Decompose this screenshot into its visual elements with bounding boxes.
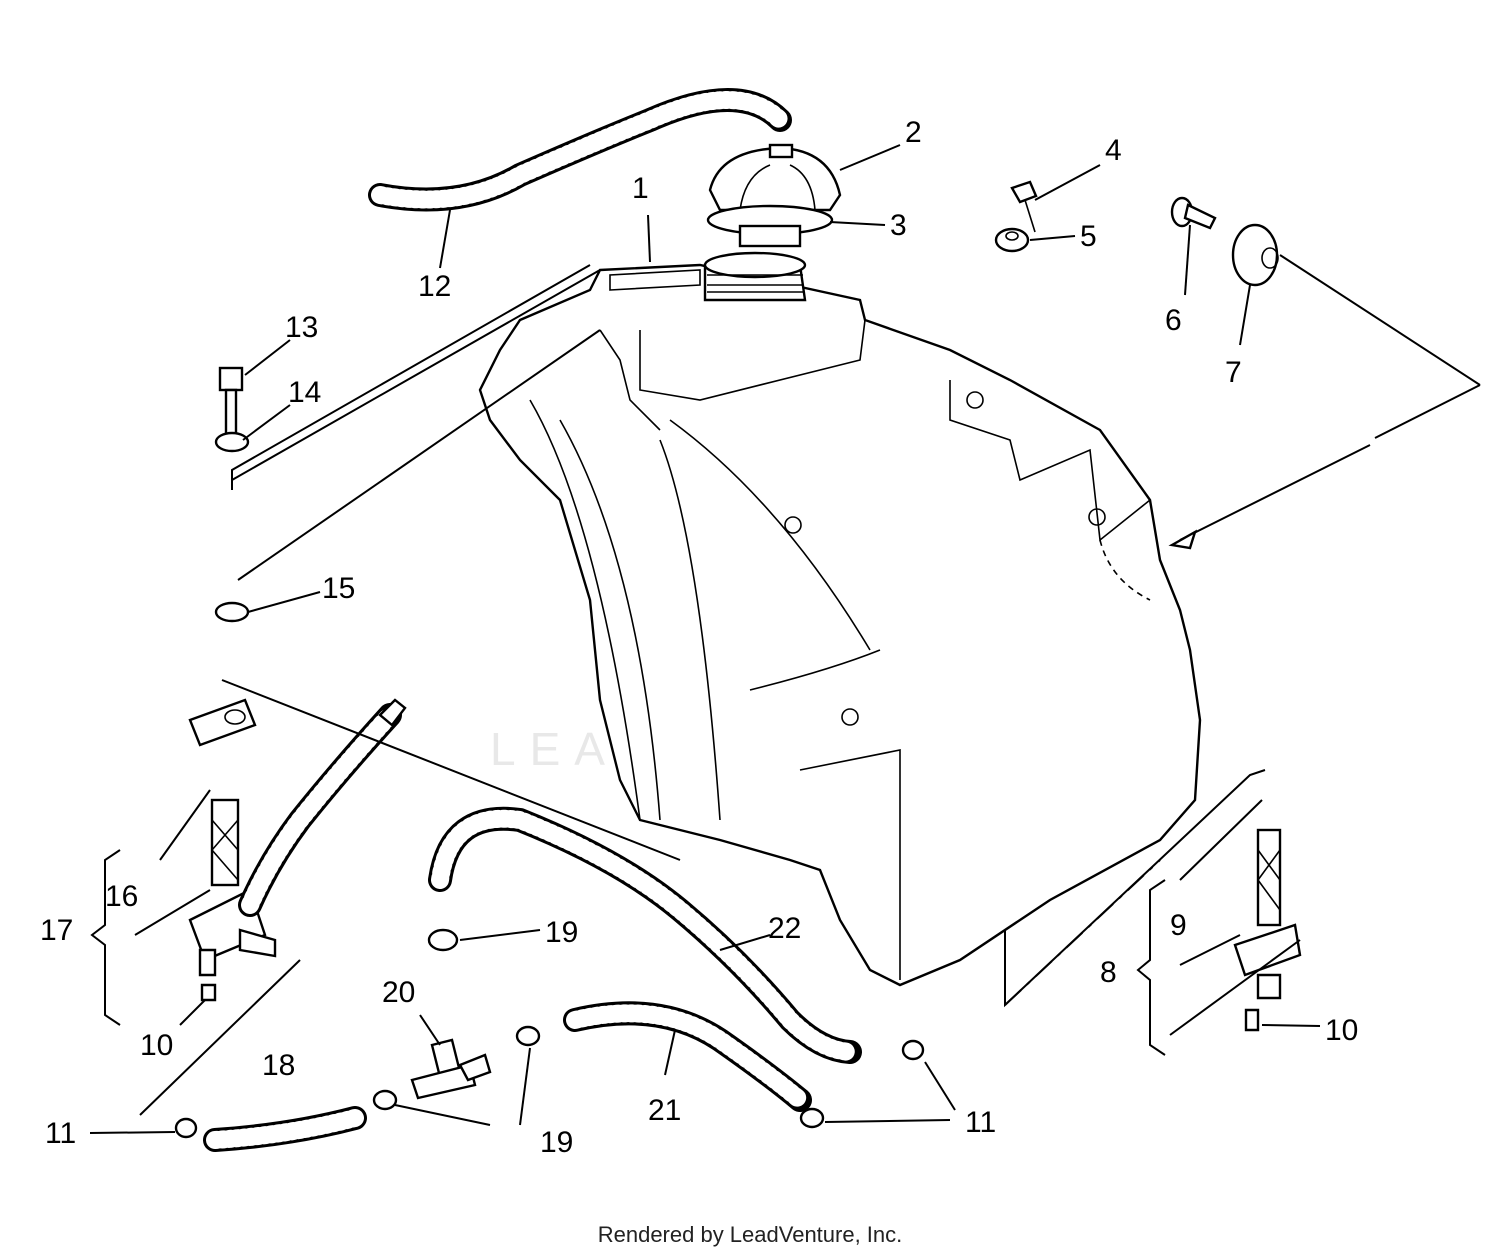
washer [214,431,250,453]
callout-11-right: 11 [965,1106,996,1139]
fuel-valve-right [1233,828,1302,1032]
callout-19-bottom: 19 [540,1126,573,1159]
hose-clamp-top [427,928,459,952]
hose-clamp-low [372,1089,398,1111]
callout-4: 4 [1105,134,1122,167]
footer-credit: Rendered by LeadVenture, Inc. [597,1222,903,1247]
hose-22 [428,806,862,1064]
callout-17: 17 [40,914,73,947]
callout-19-top: 19 [545,916,578,949]
callout-10-left: 10 [140,1029,173,1062]
callout-21: 21 [648,1094,681,1127]
callout-18: 18 [262,1049,295,1082]
filler-neck [703,251,807,302]
callout-2: 2 [905,116,922,149]
callout-14: 14 [288,376,321,409]
hose-21 [563,1001,812,1112]
callout-9: 9 [1170,909,1187,942]
screw [1010,180,1038,233]
callout-22: 22 [768,912,801,945]
washer-lower [214,601,250,623]
hose-clamp-mid [515,1025,541,1047]
callout-13: 13 [285,311,318,344]
fuel-tank [478,263,1202,987]
callout-20: 20 [382,976,415,1009]
grommet [994,227,1030,253]
callout-3: 3 [890,209,907,242]
callout-6: 6 [1165,304,1182,337]
callout-15: 15 [322,572,355,605]
leader-lines [89,144,1481,1134]
vent-hose [368,88,792,212]
callout-8: 8 [1100,956,1117,989]
callouts: 1 2 3 4 5 6 7 8 9 10 10 11 11 12 13 14 1… [40,116,1358,1159]
callout-12: 12 [418,270,451,303]
hose-18 [203,1106,367,1152]
clip-left [174,1117,198,1139]
tee-fitting [410,1038,492,1100]
callout-10-right: 10 [1325,1014,1358,1047]
bolt [1170,196,1217,230]
callout-11-left: 11 [45,1117,76,1150]
callout-5: 5 [1080,220,1097,253]
rubber-cushion [1231,223,1279,287]
callout-7: 7 [1225,356,1242,389]
callout-1: 1 [632,172,649,205]
fuel-cap [708,143,842,212]
clip-right [901,1039,925,1061]
callout-16: 16 [105,880,138,913]
clip-center [799,1107,825,1129]
fuel-valve-left [188,698,407,1002]
mount-bolt [218,366,244,437]
cap-gasket [706,204,834,248]
